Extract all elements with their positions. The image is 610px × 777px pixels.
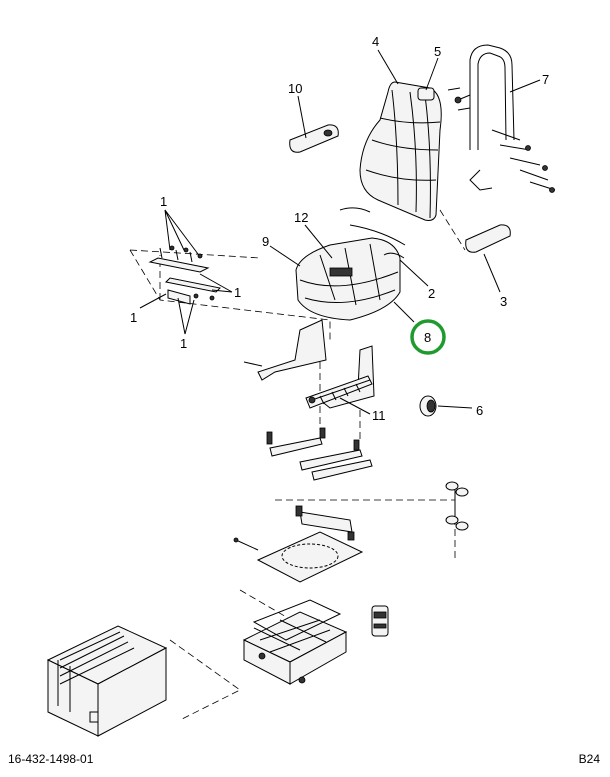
highlight-circle (410, 319, 446, 355)
seat-back[interactable] (359, 81, 442, 221)
document-number: 16-432-1498-01 (8, 752, 94, 766)
seat-slide-frame[interactable] (243, 319, 375, 409)
callout-3[interactable]: 3 (500, 294, 507, 309)
callout-7[interactable]: 7 (542, 72, 549, 87)
callout-1d[interactable]: 1 (180, 336, 187, 351)
armrest-right[interactable] (465, 224, 511, 253)
page-reference: B24 (578, 752, 600, 766)
callout-9[interactable]: 9 (262, 234, 269, 249)
callout-12[interactable]: 12 (294, 210, 308, 225)
mounting-brackets[interactable] (148, 245, 222, 305)
callout-4[interactable]: 4 (372, 34, 379, 49)
seat-riser-box[interactable] (46, 625, 168, 737)
seat-cushion[interactable] (295, 207, 406, 321)
side-links[interactable] (445, 481, 469, 531)
callout-2[interactable]: 2 (428, 286, 435, 301)
backrest-frame[interactable] (447, 44, 556, 193)
callout-5[interactable]: 5 (434, 44, 441, 59)
callout-10[interactable]: 10 (288, 81, 302, 96)
callout-11[interactable]: 11 (372, 408, 386, 423)
callout-labels: 1 1 1 1 2 3 4 5 6 7 8 9 10 11 12 (130, 34, 549, 423)
callout-1a[interactable]: 1 (160, 194, 167, 209)
callout-8[interactable]: 8 (424, 330, 431, 345)
callout-6[interactable]: 6 (476, 403, 483, 418)
seat-suspension[interactable] (242, 599, 348, 685)
armrest-left[interactable] (289, 124, 339, 153)
leader-lines (139, 49, 541, 415)
lower-mount-brackets[interactable] (266, 427, 373, 481)
callout-1b[interactable]: 1 (234, 285, 241, 300)
callout-1c[interactable]: 1 (130, 310, 137, 325)
adjustment-knob[interactable] (419, 395, 437, 417)
shock-absorber[interactable] (371, 605, 389, 637)
swivel-plate[interactable] (233, 505, 364, 583)
